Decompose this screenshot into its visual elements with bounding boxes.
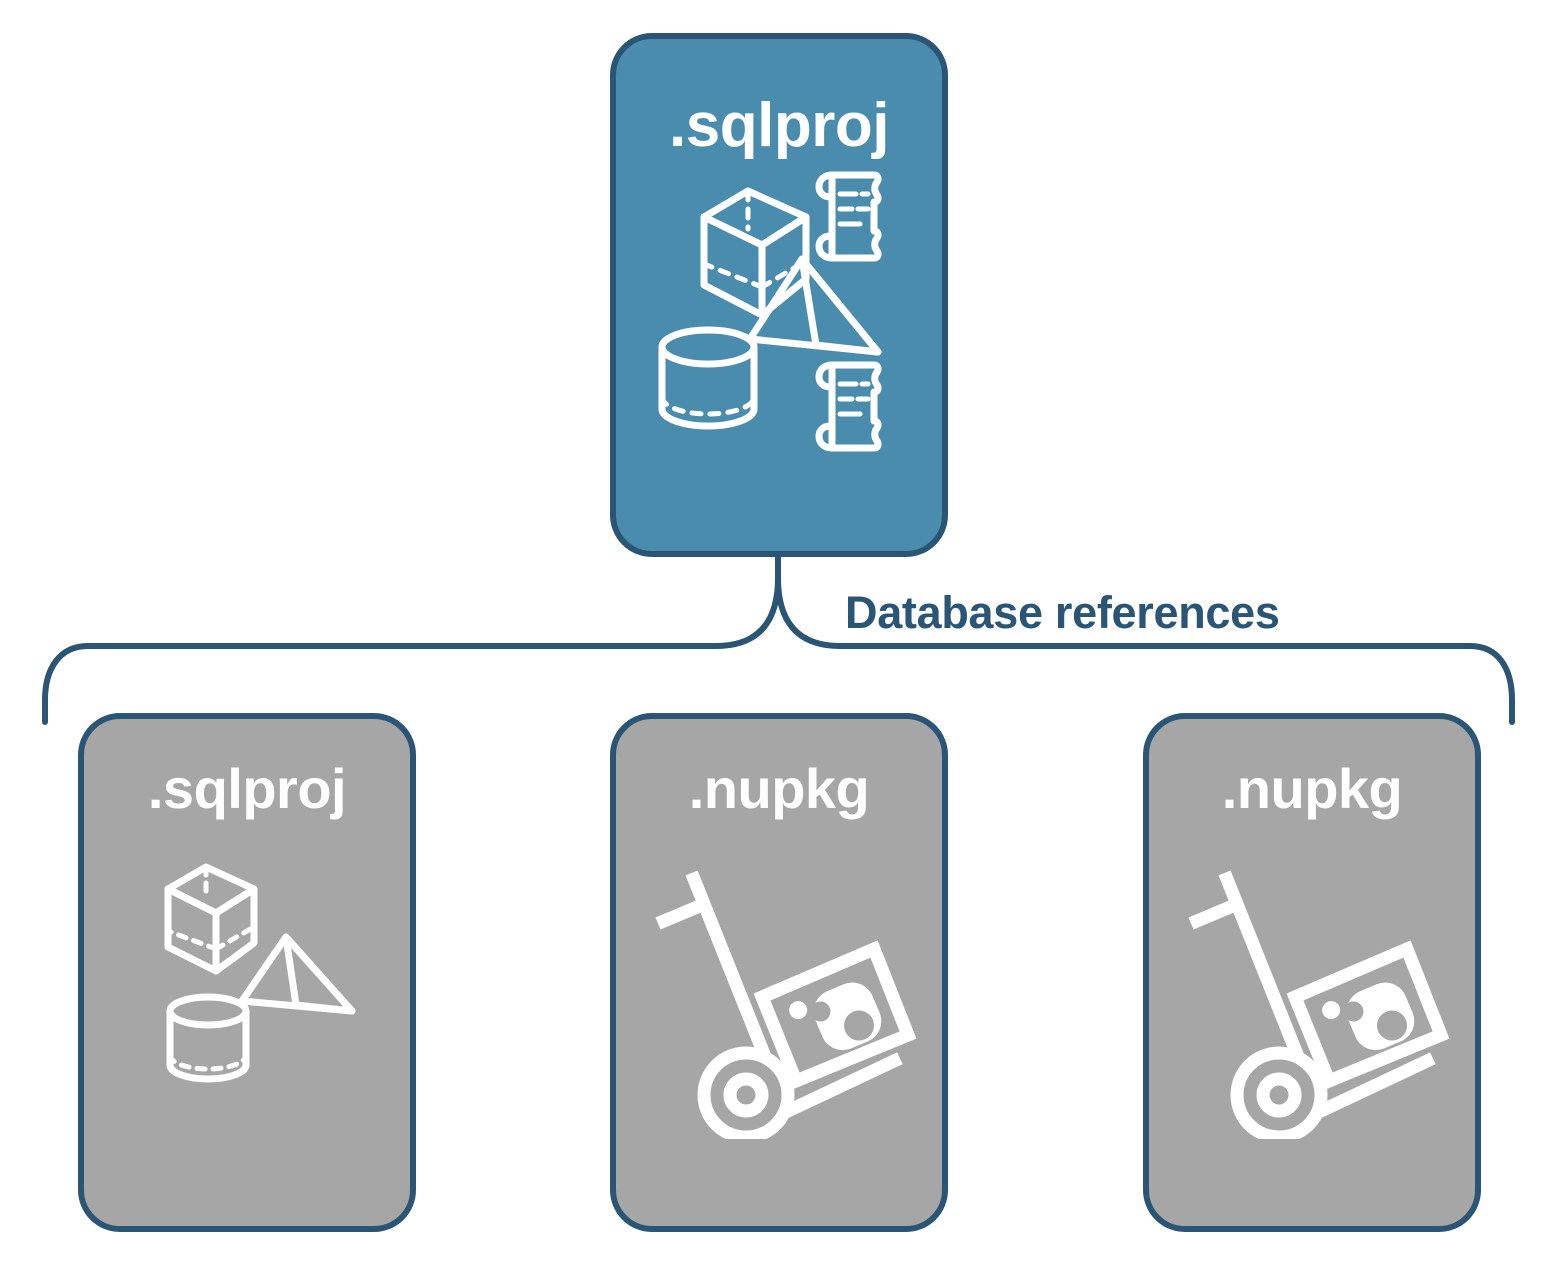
reference-card-artwork [84,859,410,1124]
scroll-icon [815,361,882,452]
cylinder-icon [658,326,758,430]
reference-card-sqlproj[interactable]: .sqlproj [78,713,416,1232]
reference-card-nupkg-2[interactable]: .nupkg [1143,713,1481,1232]
scroll-icon [815,171,882,262]
cube-icon [164,863,258,975]
cube-icon [700,187,810,319]
root-card-label: .sqlproj [669,91,889,160]
cylinder-icon [166,993,250,1083]
reference-card-artwork [1149,849,1475,1144]
reference-card-label: .nupkg [1221,757,1403,820]
reference-card-label: .sqlproj [147,757,347,820]
pyramid-icon [238,933,356,1015]
reference-card-artwork [616,849,942,1144]
reference-card-nupkg-1[interactable]: .nupkg [610,713,948,1232]
reference-card-label: .nupkg [688,757,870,820]
root-card-artwork [616,169,942,464]
root-sqlproj-card[interactable]: .sqlproj [610,33,948,557]
hand-truck-package-icon [655,870,917,1144]
hand-truck-package-icon [1188,870,1450,1144]
pyramid-icon [746,255,882,356]
database-references-label: Database references [845,587,1280,638]
